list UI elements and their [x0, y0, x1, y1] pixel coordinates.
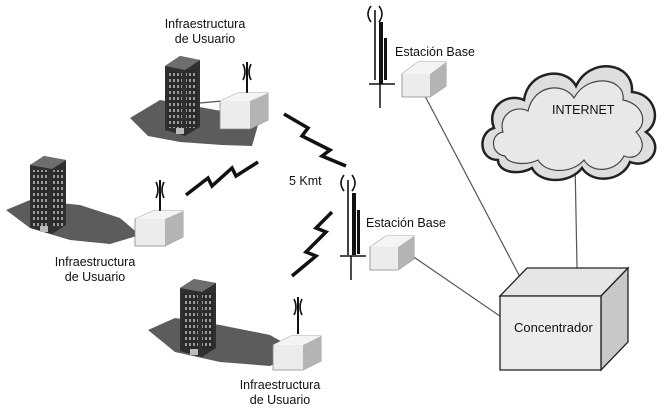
- cloud-icon: [481, 65, 657, 182]
- link-internet-to-concentrator: [574, 159, 578, 269]
- distance-label: 5 Kmt: [289, 174, 322, 188]
- user-infrastructure-label-left: Infraestructura de Usuario: [30, 255, 160, 285]
- base-station-tower-icon: [367, 5, 447, 108]
- user-infrastructure-label-top: Infraestructura de Usuario: [150, 17, 260, 47]
- lightning-bolt-icon: [283, 112, 347, 168]
- link-building1-to-antenna: [199, 100, 223, 104]
- base-station-label-top: Estación Base: [395, 45, 475, 59]
- office-building-icon: [6, 156, 140, 244]
- link-base-top-to-concentrator: [424, 95, 521, 278]
- concentrator-box-icon: [498, 266, 630, 372]
- antenna-icon: [134, 180, 184, 247]
- concentrator-label: Concentrador: [514, 320, 593, 335]
- base-station-tower-icon: [340, 174, 415, 280]
- ground-shadow: [6, 200, 140, 244]
- lightning-bolt-icon: [290, 210, 334, 278]
- label-line: Infraestructura: [239, 378, 321, 392]
- link-base-mid-to-concentrator: [404, 250, 511, 324]
- label-line: Infraestructura: [164, 17, 246, 31]
- internet-label: INTERNET: [552, 103, 615, 117]
- office-building-icon: [148, 279, 300, 366]
- label-line: de Usuario: [249, 393, 311, 407]
- antenna-icon: [219, 62, 269, 130]
- office-building-icon: [130, 56, 260, 146]
- user-infrastructure-label-bottom: Infraestructura de Usuario: [220, 378, 340, 408]
- label-line: Infraestructura: [54, 255, 136, 269]
- label-line: de Usuario: [174, 32, 236, 46]
- antenna-icon: [272, 297, 322, 371]
- base-station-label-mid: Estación Base: [366, 216, 446, 230]
- label-line: de Usuario: [64, 270, 126, 284]
- lightning-bolt-icon: [184, 160, 259, 197]
